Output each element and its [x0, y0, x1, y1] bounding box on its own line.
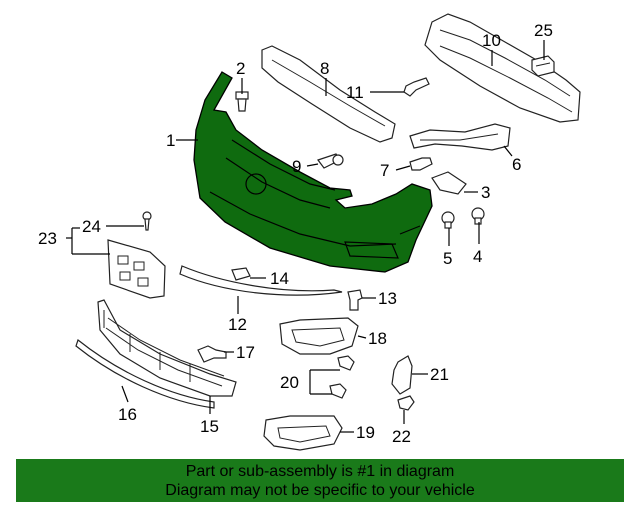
- callout-16: 16: [118, 405, 137, 424]
- callout-2: 2: [236, 59, 245, 78]
- callout-19: 19: [356, 423, 375, 442]
- reinforcement-beam-part-10[interactable]: [424, 13, 581, 123]
- license-bracket-part-23[interactable]: [107, 239, 166, 299]
- molding-part-12[interactable]: [179, 265, 343, 296]
- absorber-part-8[interactable]: [261, 45, 396, 143]
- banner-line-2: Diagram may not be specific to your vehi…: [165, 482, 475, 499]
- bolt-part-11[interactable]: [403, 77, 430, 97]
- fastener-part-4[interactable]: [471, 207, 485, 225]
- callout-17: 17: [236, 343, 255, 362]
- callout-1: 1: [166, 131, 175, 150]
- screw-part-7[interactable]: [409, 157, 433, 171]
- fastener-part-5[interactable]: [441, 211, 455, 229]
- rivet-part-9[interactable]: [317, 153, 344, 169]
- callout-13: 13: [378, 289, 397, 308]
- callout-9: 9: [292, 157, 301, 176]
- clip-part-3[interactable]: [431, 171, 467, 195]
- callout-4: 4: [473, 247, 482, 266]
- banner-line-1: Part or sub-assembly is #1 in diagram: [185, 463, 455, 480]
- callout-3: 3: [481, 183, 490, 202]
- callout-22: 22: [392, 427, 411, 446]
- bumper-cover-part-1[interactable]: [193, 71, 433, 273]
- callout-21: 21: [430, 365, 449, 384]
- callout-23: 23: [38, 229, 57, 248]
- callout-8: 8: [320, 59, 329, 78]
- lower-grille-part-15[interactable]: [97, 299, 237, 397]
- callout-15: 15: [200, 417, 219, 436]
- callout-25: 25: [534, 21, 553, 40]
- callout-7: 7: [380, 161, 389, 180]
- bracket-part-21[interactable]: [391, 355, 413, 395]
- callout-11: 11: [346, 83, 364, 102]
- callout-labels: 1 2 3 4 5 6 7 8 9 10 11 12 13 14 15 16 1…: [38, 21, 553, 446]
- pin-part-24[interactable]: [142, 211, 152, 231]
- callout-6: 6: [512, 155, 521, 174]
- side-bracket-part-6[interactable]: [409, 123, 511, 151]
- fog-bezel-part-18[interactable]: [279, 317, 359, 355]
- callout-20: 20: [280, 373, 299, 392]
- callout-14: 14: [270, 269, 289, 288]
- callout-12: 12: [228, 315, 247, 334]
- callout-18: 18: [368, 329, 387, 348]
- molding-part-16[interactable]: [75, 338, 215, 409]
- callout-24: 24: [82, 217, 101, 236]
- exploded-parts-diagram: 1 2 3 4 5 6 7 8 9 10 11 12 13 14 15 16 1…: [38, 13, 581, 451]
- fog-bezel-part-19[interactable]: [263, 415, 343, 451]
- bolt-part-22[interactable]: [397, 395, 415, 411]
- leader-lines: [66, 40, 545, 433]
- clip-part-2[interactable]: [235, 91, 249, 112]
- bolt-part-13[interactable]: [347, 289, 363, 311]
- callout-10: 10: [482, 31, 501, 50]
- info-banner: Part or sub-assembly is #1 in diagram Di…: [16, 459, 624, 502]
- callout-5: 5: [443, 249, 452, 268]
- clip-part-14[interactable]: [231, 267, 251, 281]
- bolt-part-17[interactable]: [197, 345, 227, 363]
- bracket-part-25[interactable]: [531, 55, 555, 77]
- screws-part-20[interactable]: [329, 355, 355, 399]
